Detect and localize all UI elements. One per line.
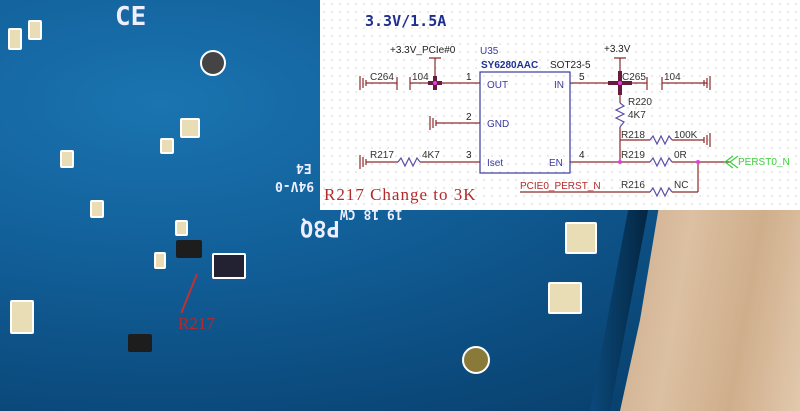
r219-value: 0R <box>674 150 687 161</box>
net-pcie0-perst: PCIE0_PERST_N <box>520 181 601 192</box>
junction-dot <box>433 81 437 85</box>
pin-num: 2 <box>466 112 472 123</box>
r219-ref: R219 <box>621 150 645 161</box>
pin-name: EN <box>549 158 563 169</box>
resistor-array <box>212 253 246 279</box>
inductor <box>548 282 582 314</box>
wires <box>359 57 730 193</box>
smd-capacitor <box>154 252 166 269</box>
silkscreen-text: 94V-0 <box>275 178 315 193</box>
silkscreen-text: E4 <box>296 160 312 175</box>
smd-capacitor <box>180 118 200 138</box>
pin-name: GND <box>487 119 509 130</box>
ic-part: SY6280AAC <box>481 60 538 71</box>
junction-dot <box>618 160 622 164</box>
smd-capacitor <box>175 220 188 236</box>
net-in-power: +3.3V <box>604 44 631 55</box>
ic-body <box>479 71 571 174</box>
c265-value: 104 <box>664 72 681 83</box>
smd-capacitor <box>28 20 42 40</box>
ic-ref: U35 <box>480 46 499 57</box>
silkscreen-text: P8Q <box>300 215 340 240</box>
smd-capacitor <box>160 138 174 154</box>
c264-value: 104 <box>412 72 429 83</box>
via <box>200 50 226 76</box>
r220-ref: R220 <box>628 97 652 108</box>
smd-capacitor <box>8 28 22 50</box>
ic-package: SOT23-5 <box>550 60 591 71</box>
pin-num: 4 <box>579 150 585 161</box>
ce-mark: CE <box>115 2 147 32</box>
r220-value: 4K7 <box>628 110 646 121</box>
pin-num: 3 <box>466 150 472 161</box>
junction-dot <box>618 81 622 85</box>
net-port-arrow <box>724 155 739 169</box>
net-perst0: PERST0_N <box>738 157 790 168</box>
regulator-ic <box>128 334 152 352</box>
c264-ref: C264 <box>370 72 394 83</box>
pin-name: Iset <box>487 158 503 169</box>
smd-capacitor <box>90 200 104 218</box>
pin-num: 5 <box>579 72 585 83</box>
inductor <box>565 222 597 254</box>
smd-capacitor <box>60 150 74 168</box>
r217-ref: R217 <box>370 150 394 161</box>
r216-ref: R216 <box>621 180 645 191</box>
mounting-hole <box>462 346 490 374</box>
r216-value: NC <box>674 180 688 191</box>
r218-value: 100K <box>674 130 698 141</box>
schematic-overlay: 3.3V/1.5A +3.3V_PCIe#0 U35 SY6280AAC SOT… <box>320 0 800 210</box>
pin-name: IN <box>554 80 564 91</box>
change-note: R217 Change to 3K <box>324 185 477 204</box>
regulator-ic <box>176 240 202 258</box>
pin-name: OUT <box>487 80 508 91</box>
r217-callout-label: R217 <box>178 314 215 333</box>
r217-value: 4K7 <box>422 150 440 161</box>
c265-ref: C265 <box>622 72 646 83</box>
r218-ref: R218 <box>621 130 645 141</box>
junction-dot <box>696 160 700 164</box>
schematic-title: 3.3V/1.5A <box>365 12 446 30</box>
smd-capacitor <box>10 300 34 334</box>
resistor-symbols <box>397 102 673 198</box>
schematic: 3.3V/1.5A +3.3V_PCIe#0 U35 SY6280AAC SOT… <box>324 12 790 204</box>
net-out-power: +3.3V_PCIe#0 <box>390 45 456 56</box>
pin-num: 1 <box>466 72 472 83</box>
